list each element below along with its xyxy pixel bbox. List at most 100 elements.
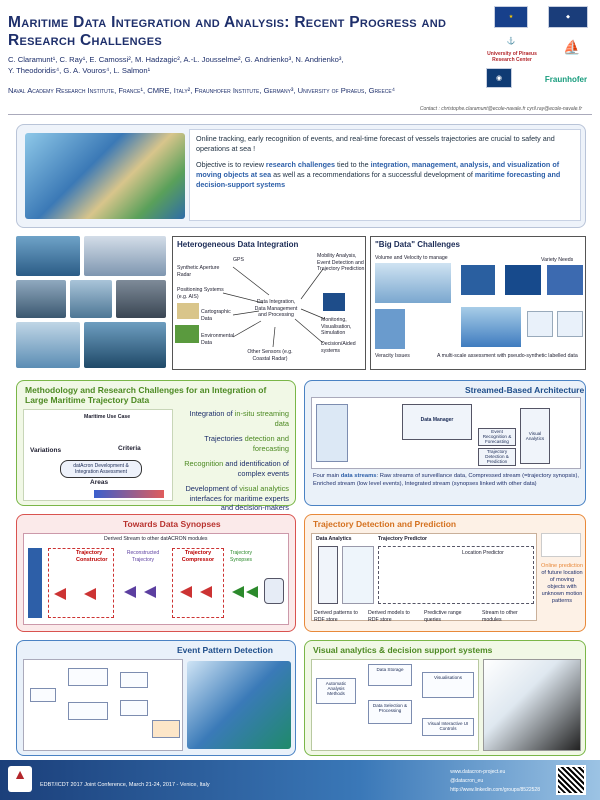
contact: Contact : christophe.claramunt@ecole-nav… [419, 106, 582, 112]
intro-paragraph-1: Online tracking, early recognition of ev… [196, 134, 555, 153]
compressor-label: Trajectory Compressor [181, 550, 215, 563]
auto-analysis-block: Automatic Analysis Methods [316, 678, 356, 704]
veracity-label: Veracity Issues [375, 353, 410, 359]
synopses-title: Towards Data Synopses [123, 519, 221, 529]
trajectory-chart-1 [527, 311, 553, 337]
authors-line-1: C. Claramunt¹, C. Ray¹, E. Camossi², M. … [8, 55, 344, 64]
sar-label: Synthetic Aperture Radar [177, 265, 220, 278]
methodology-items: Integration of in-situ streaming data Tr… [177, 409, 289, 513]
p2-pre: Objective is to review [196, 160, 266, 169]
data-manager-block: Data Manager [402, 404, 472, 440]
stream-diagram: Data Manager Event Recognition & Forecas… [311, 397, 581, 469]
method-item-2-hl: detection and forecasting [244, 434, 289, 453]
p2-highlight-2: integration, management, analysis, and v… [196, 160, 560, 179]
method-item-1-pre: Integration of [189, 409, 235, 418]
twitter-link[interactable]: @datacron_eu [450, 778, 484, 784]
feed-label-3: Predictive range queries [424, 610, 462, 623]
method-item-4-post: interfaces for maritime experts and deci… [189, 493, 289, 513]
methodology-diagram: Maritime Use Case Variations Criteria da… [23, 409, 173, 501]
constructor-group [48, 548, 114, 618]
raw-stream-box [316, 404, 348, 462]
poster-title: Maritime Data Integration and Analysis: … [8, 14, 447, 49]
online-post: of future location of moving objects wit… [541, 570, 583, 604]
carto-label: Cartographic Data [201, 309, 231, 322]
reconstructed-label: Reconstructed Trajectory [126, 550, 160, 563]
data-storage-block: Data Storage [368, 664, 412, 686]
institutions: Naval Academy Research Institute, France… [8, 86, 395, 95]
positioning-label: Positioning Systems (e.g. AIS) [177, 287, 224, 300]
qr-code[interactable] [556, 765, 586, 795]
multiscale-label: A multi-scale assessment with pseudo-syn… [437, 353, 578, 359]
location-predictor-label: Location Predictor [462, 550, 504, 556]
trajectory-thumbnail [541, 533, 581, 557]
maritime-use-case-label: Maritime Use Case [84, 414, 131, 420]
raw-surveillance-bar [28, 548, 42, 618]
visual-analytics-block: Visual Analytics [520, 408, 550, 464]
p2-highlight-1: research challenges [265, 160, 336, 169]
fraunhofer-logo: Fraunhofer [540, 72, 592, 86]
ship-photo-4 [70, 280, 112, 318]
event-title: Event Pattern Detection [177, 645, 273, 655]
areas-label: Areas [90, 479, 109, 486]
p2-highlight-3: maritime forecasting and decision-suppor… [196, 170, 561, 189]
method-item-4: Development of visual analytics interfac… [177, 484, 289, 513]
volume-map [375, 263, 451, 303]
visual-section: Visual analytics & decision support syst… [304, 640, 586, 756]
data-selection-block: Data Selection & Processing [368, 700, 412, 724]
synopses-section: Towards Data Synopses Derived Stream to … [16, 514, 296, 632]
footer-links: www.datacron-project.eu @datacron_eu htt… [450, 768, 540, 795]
method-item-2-pre: Trajectories [204, 434, 245, 443]
veracity-image [375, 309, 405, 349]
visual-screenshots [483, 659, 581, 751]
hetero-panel: Heterogeneous Data Integration GPS Synth… [172, 236, 366, 370]
monitoring-label: Monitoring, Visualisation, Simulation [321, 317, 352, 336]
variety-image-1 [461, 265, 495, 295]
env-label: Environmental Data [201, 333, 235, 346]
method-item-3: Recognition and identification of comple… [177, 459, 289, 478]
visual-diagram: Automatic Analysis Methods Data Storage … [311, 659, 479, 751]
variety-label: Variety Needs [541, 257, 574, 263]
criteria-label: Criteria [118, 445, 141, 452]
gps-label: GPS [233, 257, 244, 263]
data-analytics-label: Data Analytics [316, 536, 352, 542]
stream-title: Streamed-Based Architecture [465, 385, 585, 395]
synopses-label: Trajectory Synopses [229, 550, 253, 563]
trajectory-predictor-label: Trajectory Predictor [378, 536, 428, 542]
eu-flag-logo: ★ [494, 6, 528, 28]
footer: ▲ EDBT/ICDT 2017 Joint Conference, March… [0, 760, 600, 800]
constructor-label: Trajectory Constructor [76, 550, 108, 563]
feed-label-1: Derived patterns to RDF store [314, 610, 358, 623]
unipi-logo: University of Piraeus Research Center [476, 50, 548, 64]
p2-mid-1: tied to the [335, 160, 371, 169]
ship-photo-5 [116, 280, 166, 318]
method-item-3-post: and identification of complex events [223, 459, 289, 478]
volume-velocity-label: Volume and Velocity to manage [375, 255, 448, 261]
authors: C. Claramunt¹, C. Ray¹, E. Camossi², M. … [8, 54, 468, 76]
website-link[interactable]: www.datacron-project.eu [450, 769, 506, 775]
intro-text: Online tracking, early recognition of ev… [189, 129, 581, 221]
areas-bar [94, 490, 164, 498]
synopses-diagram: Derived Stream to other datACRON modules… [23, 533, 289, 625]
stream-section: Streamed-Based Architecture Data Manager… [304, 380, 586, 506]
derived-stream-label: Derived Stream to other datACRON modules [104, 536, 208, 542]
trajectory-chart-2 [557, 311, 583, 337]
variety-image-3 [547, 265, 583, 295]
event-box-3 [68, 702, 108, 720]
ship-photo-6 [16, 322, 80, 368]
online-prediction-text: Online prediction of future location of … [541, 563, 583, 605]
stream-caption: Four main data streams: Raw streams of s… [313, 473, 579, 488]
linkedin-link[interactable]: http://www.linkedin.com/groups/8522528 [450, 787, 540, 793]
edbt-logo: ▲ [8, 766, 32, 792]
advanced-analytics-box [318, 546, 338, 604]
global-patterns-box [342, 546, 374, 604]
datacron-logo: ◆ [548, 6, 588, 28]
event-box-1 [30, 688, 56, 702]
online-hl: prediction [558, 563, 583, 569]
methodology-title: Methodology and Research Challenges for … [25, 385, 267, 405]
ship-photo-7 [84, 322, 166, 368]
bigdata-title: "Big Data" Challenges [375, 240, 460, 249]
method-item-4-hl: visual analytics [239, 484, 289, 493]
visualisations-block: Visualisations [422, 672, 474, 698]
rdf-store-icon [264, 578, 284, 604]
variety-image-2 [505, 265, 541, 295]
